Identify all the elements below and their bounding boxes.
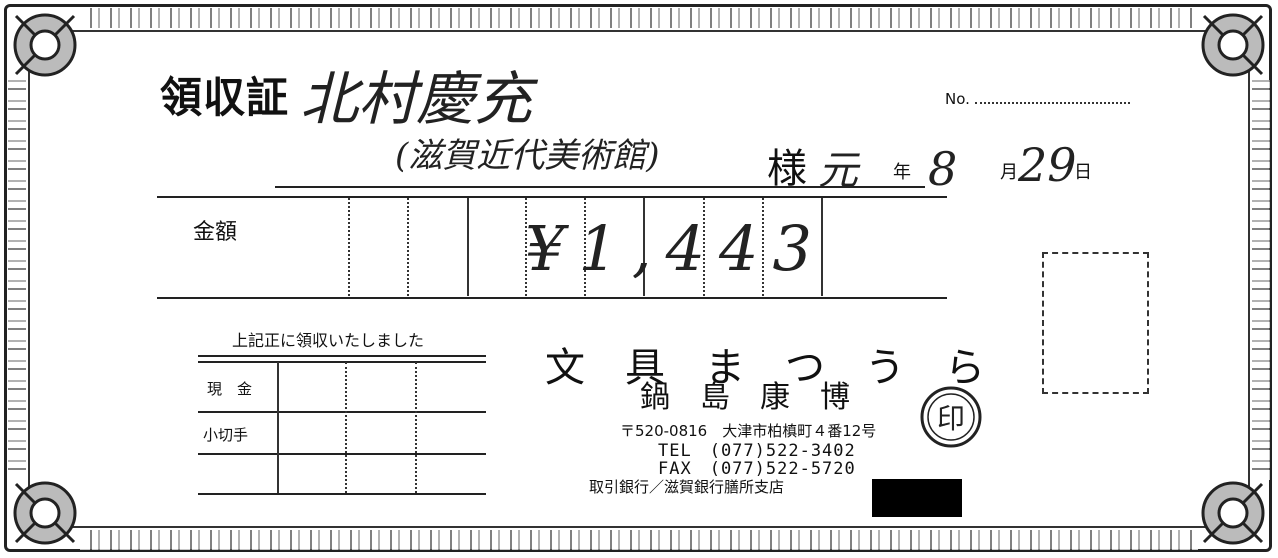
payment-table-rule bbox=[198, 411, 486, 413]
payment-table-top-rule bbox=[198, 355, 486, 357]
issuer-phone: TEL (077)522-3402 bbox=[658, 441, 856, 461]
issuer-fax: FAX (077)522-5720 bbox=[658, 459, 856, 479]
amount-digit-divider bbox=[643, 198, 645, 296]
redaction-block bbox=[872, 479, 962, 517]
seal-stamp-text: 印 bbox=[937, 402, 965, 435]
amount-digit-divider bbox=[467, 198, 469, 296]
year-label: 年 bbox=[893, 162, 911, 183]
receipt-inner-border bbox=[28, 30, 1250, 528]
payment-table-divider bbox=[345, 362, 347, 493]
payment-table-divider bbox=[277, 362, 279, 493]
revenue-stamp-box bbox=[1042, 252, 1149, 394]
issuer-address: 〒520-0816 大津市柏槙町４番12号 bbox=[620, 422, 877, 440]
corner-ornament-icon bbox=[1194, 6, 1272, 84]
amount-digit-divider bbox=[348, 198, 350, 296]
amount-top-rule bbox=[157, 196, 947, 198]
corner-ornament-icon bbox=[6, 6, 84, 84]
amount-handwritten: ¥1,443 bbox=[525, 212, 826, 285]
amount-digit-divider bbox=[762, 198, 764, 296]
payment-table-rule bbox=[198, 453, 486, 455]
day-label: 日 bbox=[1074, 162, 1092, 183]
date-era-handwritten: 元 bbox=[818, 148, 858, 194]
amount-digit-divider bbox=[703, 198, 705, 296]
bottom-ornament-band bbox=[80, 530, 1198, 550]
top-ornament-band bbox=[80, 8, 1198, 28]
receipt-number-label: No. bbox=[945, 90, 970, 108]
payment-row-check: 小切手 bbox=[203, 426, 249, 444]
month-label: 月 bbox=[1000, 162, 1018, 183]
payment-row-cash: 現 金 bbox=[207, 380, 253, 398]
receipt-number-field bbox=[975, 102, 1130, 104]
received-statement: 上記正に領収いたしました bbox=[232, 331, 425, 350]
payer-name-handwritten: 北村慶充 bbox=[300, 65, 533, 133]
left-ornament-band bbox=[8, 80, 26, 480]
payer-subname-handwritten: (滋賀近代美術館) bbox=[395, 136, 660, 176]
date-day-handwritten: 29 bbox=[1018, 138, 1077, 192]
amount-digit-divider bbox=[821, 198, 823, 296]
amount-digit-divider bbox=[407, 198, 409, 296]
amount-label: 金額 bbox=[193, 220, 238, 245]
issuer-bank: 取引銀行／滋賀銀行膳所支店 bbox=[589, 478, 785, 496]
amount-bottom-rule bbox=[157, 297, 947, 299]
receipt-title: 領収証 bbox=[160, 73, 290, 122]
receipt-outer-border bbox=[4, 4, 1272, 552]
amount-digit-divider bbox=[525, 198, 527, 296]
seal-stamp-icon: 印 bbox=[918, 384, 984, 450]
amount-digit-divider bbox=[584, 198, 586, 296]
payment-table-bottom-rule bbox=[198, 493, 486, 495]
payment-table-divider bbox=[415, 362, 417, 493]
issuer-person-name: 鍋 島 康 博 bbox=[640, 380, 850, 415]
corner-ornament-icon bbox=[1194, 474, 1272, 552]
date-month-handwritten: 8 bbox=[928, 142, 958, 196]
payer-name-line bbox=[275, 186, 925, 188]
honorific-label: 様 bbox=[767, 146, 807, 192]
payment-table-top-rule bbox=[198, 361, 486, 363]
shop-name: 文 具 ま つ う ら bbox=[545, 345, 985, 391]
right-ornament-band bbox=[1252, 80, 1270, 480]
corner-ornament-icon bbox=[6, 474, 84, 552]
